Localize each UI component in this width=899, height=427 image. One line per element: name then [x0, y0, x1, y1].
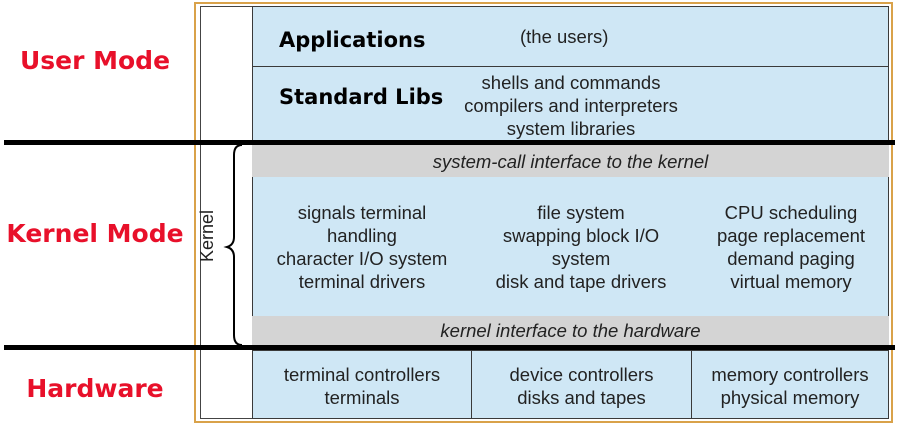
standard-libs-line: system libraries: [506, 118, 636, 139]
kernel-column-line: virtual memory: [730, 271, 852, 292]
user-mode-label: User Mode: [19, 46, 171, 75]
standard-libs-heading: Standard Libs: [279, 85, 444, 109]
hardware-column-line: physical memory: [720, 387, 860, 408]
kernel-column-line: page replacement: [716, 225, 866, 246]
hardware-column-line: terminal controllers: [283, 364, 441, 385]
hardware-column-line: memory controllers: [711, 364, 869, 385]
kernel-column-terminal: signals terminal handling character I/O …: [262, 201, 462, 293]
user-kernel-separator: [4, 140, 895, 145]
kernel-brace-icon: [223, 144, 243, 346]
hardware-mode-label: Hardware: [26, 374, 164, 403]
hardware-interface-label: kernel interface to the hardware: [440, 320, 701, 341]
standard-libs-line: compilers and interpreters: [464, 95, 678, 116]
kernel-column-line: CPU scheduling: [724, 202, 858, 223]
applications-heading: Applications: [279, 28, 426, 52]
standard-libs-line: shells and commands: [481, 72, 661, 93]
kernel-column-line: terminal drivers: [298, 271, 426, 292]
hardware-column-line: disks and tapes: [517, 387, 646, 408]
kernel-column-line: file system: [537, 202, 625, 223]
hardware-column-memory: memory controllers physical memory: [691, 363, 889, 409]
syscall-interface-bar: [252, 145, 889, 177]
hardware-column-line: terminals: [324, 387, 400, 408]
hardware-column-device: device controllers disks and tapes: [471, 363, 692, 409]
hardware-cell-memory: [691, 350, 889, 419]
kernel-column-line: character I/O system: [276, 248, 448, 269]
hardware-cell-device: [471, 350, 692, 419]
standard-libs-layer: [252, 66, 889, 142]
kernel-column-memory: CPU scheduling page replacement demand p…: [691, 201, 891, 293]
kernel-column-line: swapping block I/O: [502, 225, 660, 246]
syscall-interface-label: system-call interface to the kernel: [432, 151, 709, 172]
kernel-services-layer: [252, 177, 889, 316]
kernel-column-line: demand paging: [727, 248, 855, 269]
kernel-hardware-separator: [4, 345, 895, 350]
applications-note: (the users): [520, 26, 609, 47]
kernel-column-line: system: [551, 248, 611, 269]
kernel-mode-label: Kernel Mode: [6, 219, 184, 248]
kernel-column-line: disk and tape drivers: [495, 271, 667, 292]
standard-libs-text: shells and commands compilers and interp…: [450, 71, 692, 140]
kernel-column-filesystem: file system swapping block I/O system di…: [481, 201, 681, 293]
hardware-column-terminal: terminal controllers terminals: [252, 363, 472, 409]
kernel-column-line: signals terminal: [297, 202, 427, 223]
hardware-column-line: device controllers: [509, 364, 654, 385]
kernel-column-line: handling: [327, 225, 397, 246]
hardware-interface-bar: [252, 316, 889, 346]
hardware-cell-terminal: [252, 350, 472, 419]
